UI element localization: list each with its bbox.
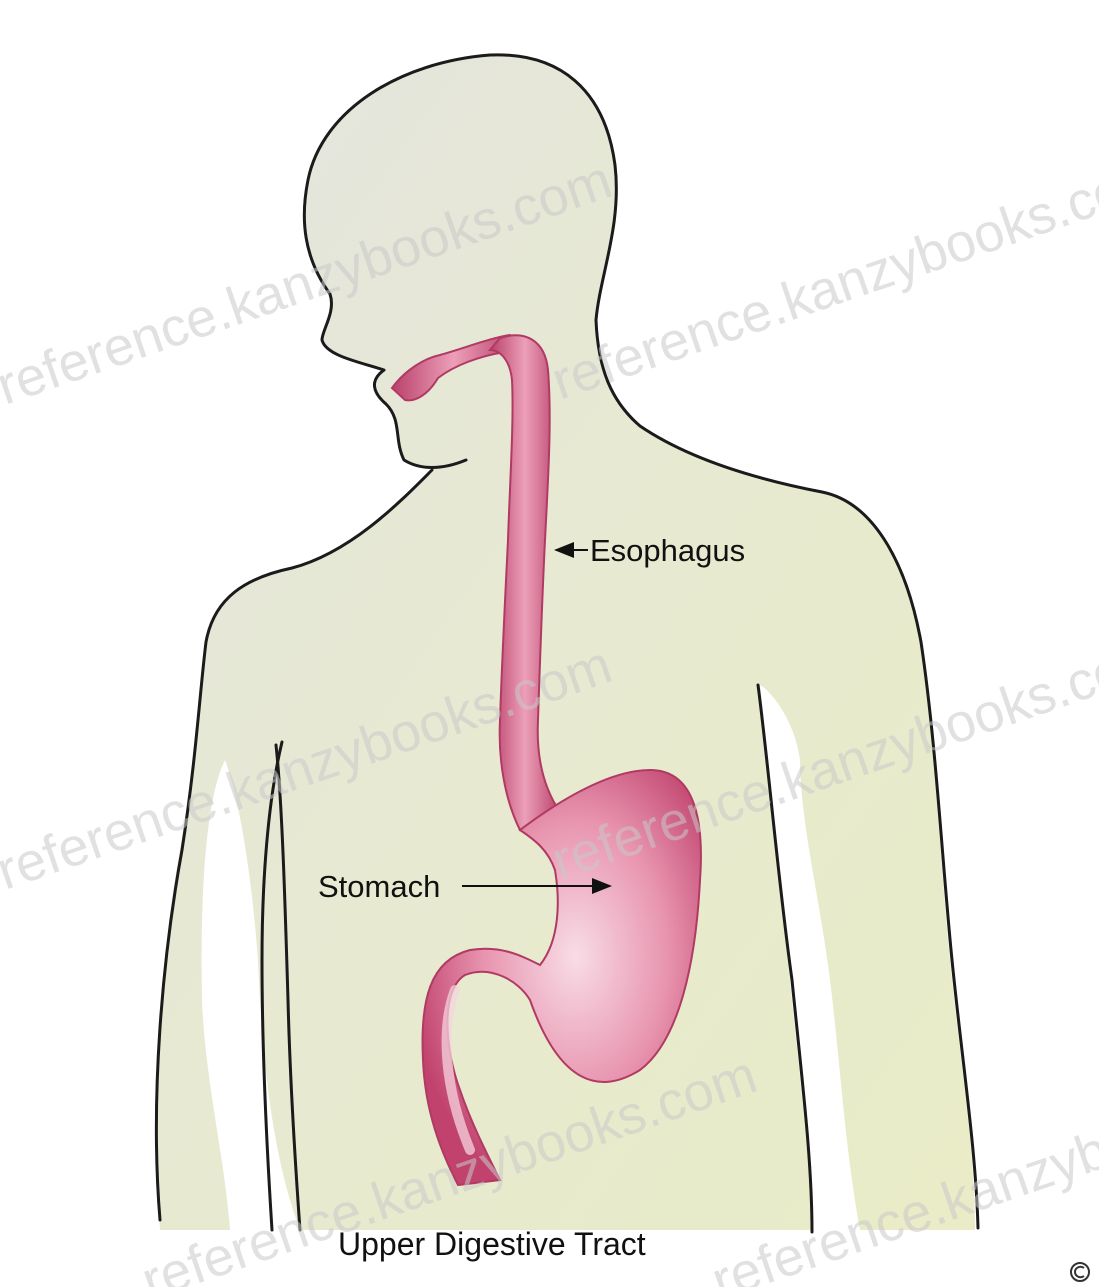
stomach-label: Stomach [318, 869, 440, 904]
copyright-mark-icon [1071, 1263, 1089, 1281]
esophagus-label: Esophagus [590, 533, 745, 568]
watermark-text: reference.kanzybooks.com [544, 145, 1099, 412]
